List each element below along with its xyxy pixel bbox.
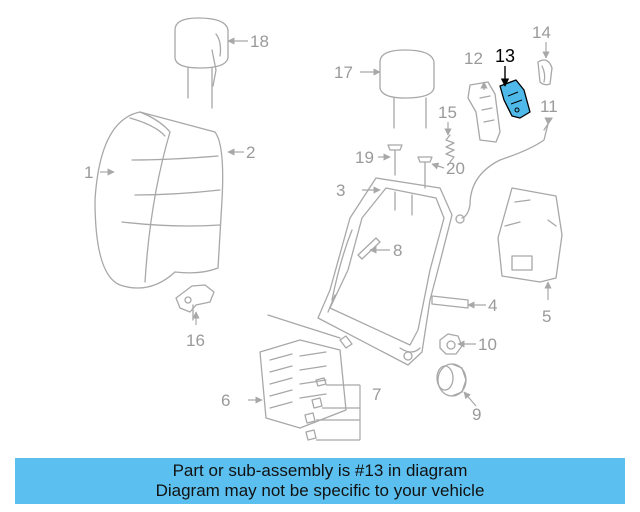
callout-5: 5 — [542, 307, 551, 326]
side-trim-part — [467, 81, 501, 143]
lumbar-support-part — [259, 314, 353, 429]
bracket-part — [175, 284, 215, 321]
callout-13: 13 — [495, 46, 515, 66]
callout-19: 19 — [355, 148, 374, 167]
callout-1: 1 — [84, 163, 93, 182]
callout-11: 11 — [540, 97, 558, 116]
handwheel-part — [436, 363, 467, 397]
seat-back-cushion-part — [94, 111, 224, 289]
spring-part — [445, 134, 455, 163]
lever-cover-part-highlighted — [499, 79, 531, 119]
crossbar-part — [431, 295, 469, 309]
clip-parts — [304, 377, 327, 441]
callout-6: 6 — [221, 391, 230, 410]
parts-diagram: 1 2 3 4 5 6 7 8 9 10 11 12 13 14 15 16 1… — [84, 17, 563, 441]
callout-3: 3 — [336, 181, 345, 200]
cable-part — [455, 117, 553, 224]
callout-15: 15 — [438, 103, 457, 122]
lumbar-rod-part — [357, 237, 381, 260]
cap-part — [537, 59, 553, 86]
leader-lines — [100, 37, 552, 441]
callout-labels: 1 2 3 4 5 6 7 8 9 10 11 12 13 14 15 16 1… — [84, 23, 558, 424]
guide-parts — [387, 144, 433, 189]
callout-14: 14 — [532, 23, 551, 42]
banner-line-disclaimer: Diagram may not be specific to your vehi… — [155, 481, 485, 500]
headrest-front-part — [379, 49, 435, 129]
callout-20: 20 — [446, 159, 465, 178]
callout-16: 16 — [186, 331, 205, 350]
seat-frame-part — [317, 177, 453, 366]
callout-17: 17 — [334, 63, 353, 82]
callout-8: 8 — [393, 241, 402, 260]
banner-line-part: Part or sub-assembly is #13 in diagram — [172, 461, 468, 480]
callout-18: 18 — [250, 32, 269, 51]
callout-10: 10 — [478, 335, 497, 354]
callout-9: 9 — [472, 405, 481, 424]
callout-12: 12 — [464, 49, 483, 68]
callout-7: 7 — [372, 385, 381, 404]
callout-4: 4 — [488, 296, 497, 315]
headrest-rear-part — [174, 17, 229, 109]
back-panel-part — [497, 187, 563, 283]
info-banner: Part or sub-assembly is #13 in diagram D… — [15, 458, 625, 504]
callout-2: 2 — [246, 143, 255, 162]
knob-part — [439, 333, 463, 355]
